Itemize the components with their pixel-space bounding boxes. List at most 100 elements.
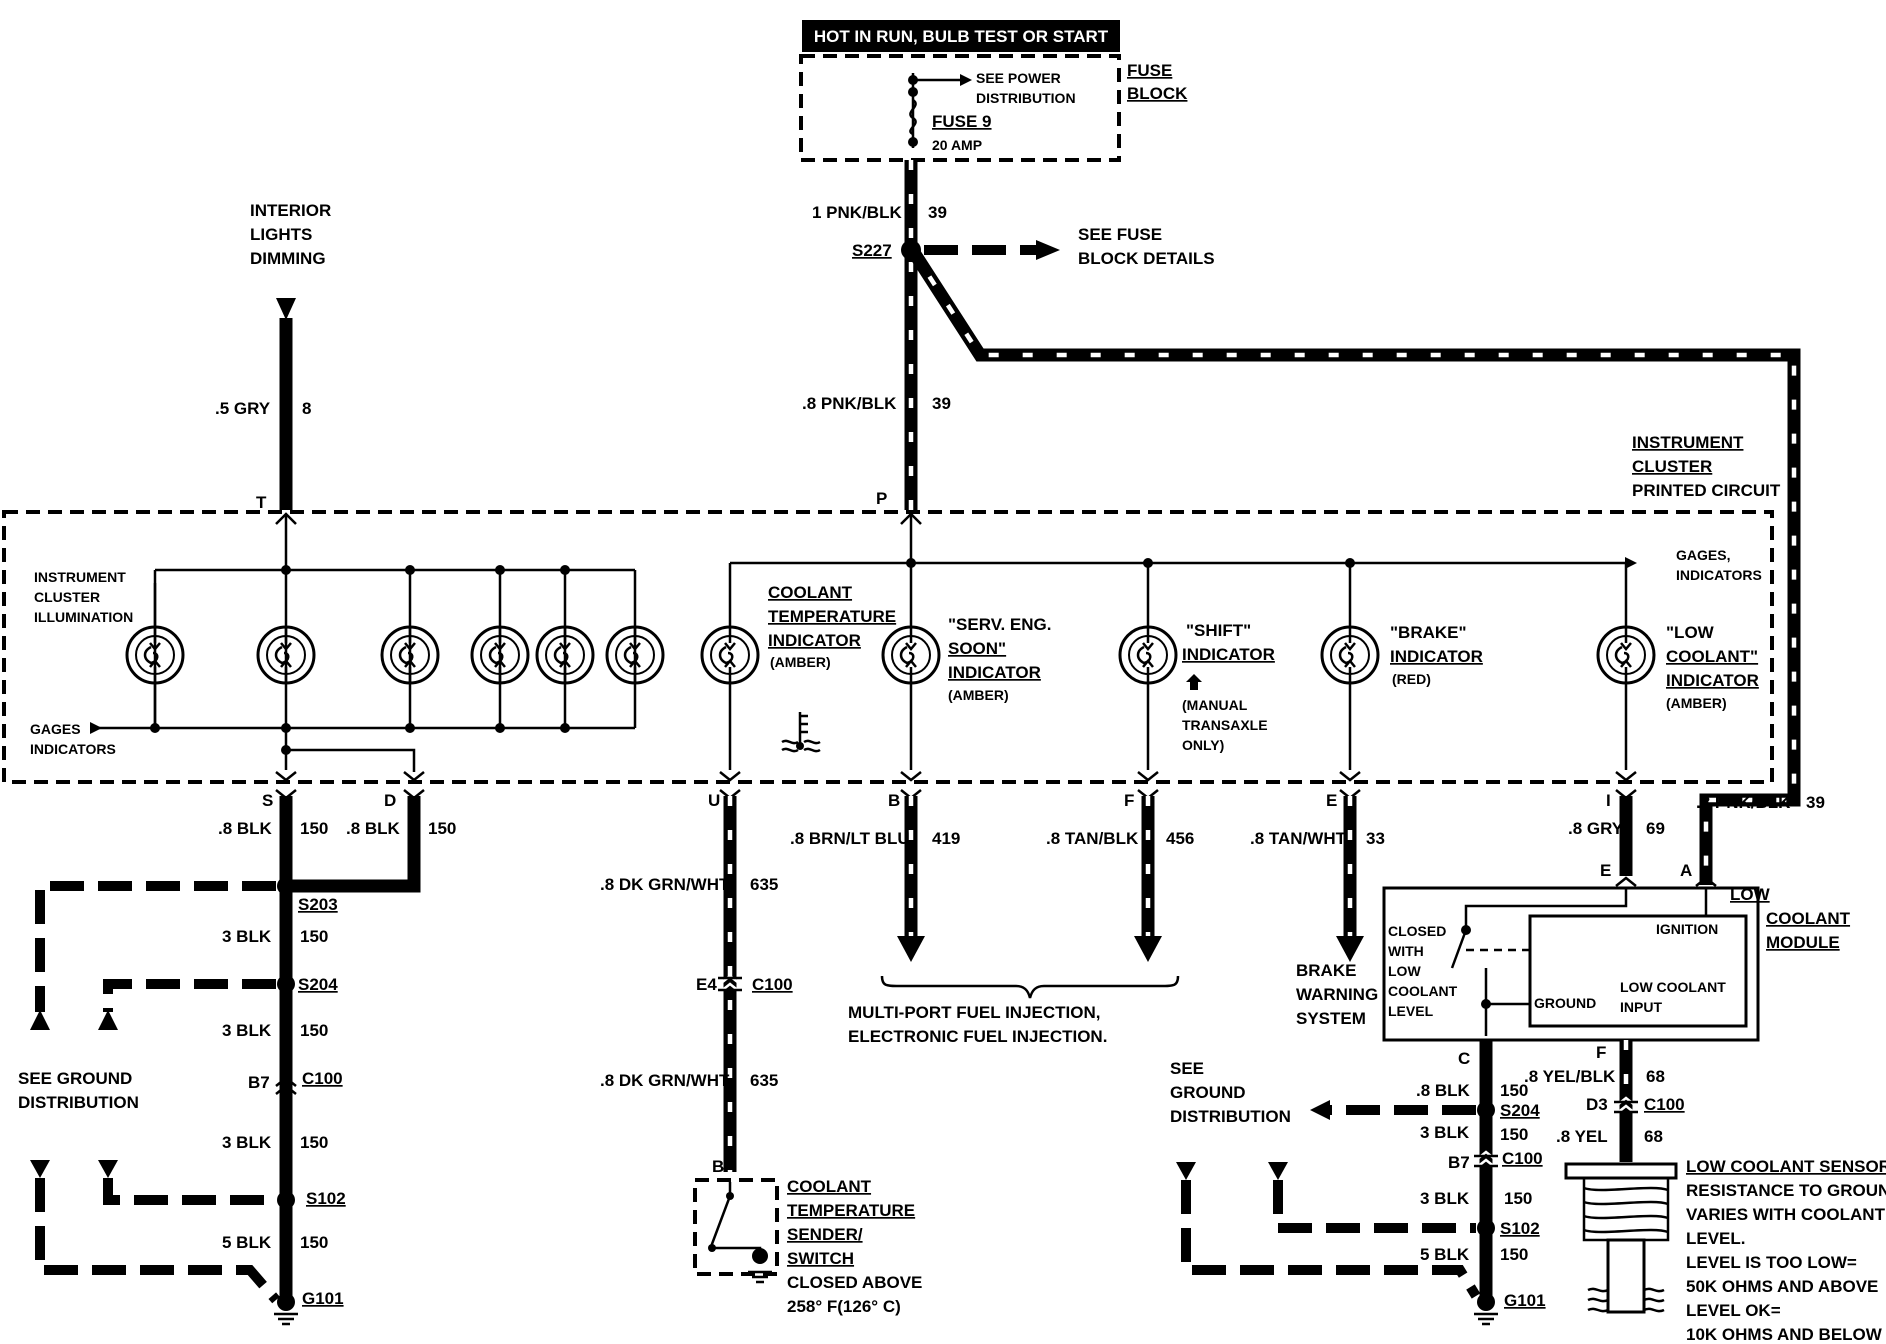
c100u-label: C100 [752,975,793,994]
blk5-label: 5 BLK [222,1233,272,1252]
module-c-num: 150 [1500,1081,1528,1100]
n150-a: 150 [300,927,328,946]
power-banner-bg [802,20,1120,52]
fuse-block-label-2: BLOCK [1127,84,1188,103]
module-yel-num: 68 [1644,1127,1663,1146]
module-see-ground-1: SEE [1170,1059,1204,1078]
s204-label: S204 [298,975,338,994]
blk3-label-c: 3 BLK [222,1133,272,1152]
low-ind-2: COOLANT" [1666,647,1758,666]
module-pin-f: F [1596,1043,1606,1062]
brake-ind-1: "BRAKE" [1390,623,1467,642]
brake-ind-3: (RED) [1392,671,1431,687]
module-c100: C100 [1502,1149,1543,1168]
conn-i: I [1606,791,1611,810]
shift-ind-3: (MANUAL [1182,697,1248,713]
module-c100b: C100 [1644,1095,1685,1114]
e-wire-num: 33 [1366,829,1385,848]
closed-2: WITH [1388,943,1424,959]
blk3-label-b: 3 BLK [222,1021,272,1040]
closed-1: CLOSED [1388,923,1446,939]
t-wire-label: .5 GRY [215,399,271,418]
see-ground-2: DISTRIBUTION [18,1093,139,1112]
shift-ind-2: INDICATOR [1182,645,1275,664]
illum-label-3: ILLUMINATION [34,609,133,625]
blk-d-wire [286,796,421,893]
u-wire2-label: .8 DK GRN/WHT [600,1071,730,1090]
blk3-label-a: 3 BLK [222,927,272,946]
d-wire-num: 150 [428,819,456,838]
module-n150a: 150 [1500,1125,1528,1144]
sensor-label-5: LEVEL IS TOO LOW= [1686,1253,1857,1272]
sender-label-5: CLOSED ABOVE [787,1273,922,1292]
s227-label: S227 [852,241,892,260]
efi-arrow-1-icon [897,936,925,962]
conn-s: S [262,791,273,810]
coolant-temp-symbol-icon [781,712,821,753]
e-wire-label: .8 TAN/WHT [1250,829,1347,848]
ground-label: GROUND [1534,995,1596,1011]
conn-e: E [1326,791,1337,810]
ground-dist-wire-1 [35,881,276,1012]
dimming-label-3: DIMMING [250,249,326,268]
module-pin-a: A [1680,861,1692,880]
serv-ind-2: SOON" [948,639,1006,658]
gages-out-1: GAGES, [1676,547,1730,563]
brake-sys-2: WARNING [1296,985,1378,1004]
n150-c: 150 [300,1133,328,1152]
module-e-trace [1464,888,1628,926]
efi-label-1: MULTI-PORT FUEL INJECTION, [848,1003,1100,1022]
see-power-2: DISTRIBUTION [976,90,1076,106]
module-title-3: MODULE [1766,933,1840,952]
conn-t: T [256,493,267,512]
cluster-title-1: INSTRUMENT [1632,433,1744,452]
shift-bulb-icon [1118,625,1178,685]
sensor-label-2: RESISTANCE TO GROUND [1686,1181,1886,1200]
brake-sys-1: BRAKE [1296,961,1356,980]
low-coolant-module-box [1382,886,1760,1042]
see-ground-1: SEE GROUND [18,1069,132,1088]
conn-d: D [384,791,396,810]
fuse-name: FUSE 9 [932,112,992,131]
low-coolant-sensor-icon [1564,1162,1678,1314]
serv-eng-bulb-icon [881,625,941,685]
i-wire-num: 69 [1646,819,1665,838]
pnk-wire-label: .8 PNK/BLK [1696,793,1791,812]
shift-ind-4: TRANSAXLE [1182,717,1268,733]
fuse-wire-label: 1 PNK/BLK [812,203,902,222]
n150-d: 150 [300,1233,328,1252]
dimming-label-1: INTERIOR [250,201,331,220]
cluster-title-2: CLUSTER [1632,457,1712,476]
illum-bus-lines [153,568,635,730]
p-wire-label: .8 PNK/BLK [802,394,897,413]
conn-p: P [876,489,887,508]
sensor-label-7: LEVEL OK= [1686,1301,1781,1320]
module-see-ground-2: GROUND [1170,1083,1246,1102]
module-d3: D3 [1586,1095,1608,1114]
power-banner: HOT IN RUN, BULB TEST OR START [814,27,1109,46]
sender-label-6: 258° F(126° C) [787,1297,901,1316]
module-f-wire: .8 YEL/BLK [1524,1067,1616,1086]
fuse-element-icon [909,98,917,136]
dimming-arrow-icon [276,298,296,320]
illum-label-2: CLUSTER [34,589,100,605]
module-n150c: 150 [1500,1245,1528,1264]
coolant-ind-1: COOLANT [768,583,853,602]
shift-up-arrow-icon [1186,674,1202,690]
see-fuse-2: BLOCK DETAILS [1078,249,1215,268]
splice-s227 [901,240,921,260]
low-ind-1: "LOW [1666,623,1715,642]
sender-pin-b: B [712,1157,724,1176]
module-see-ground-3: DISTRIBUTION [1170,1107,1291,1126]
g101-label: G101 [302,1289,344,1308]
brake-arrow-icon [1336,936,1364,962]
shift-ind-1: "SHIFT" [1186,621,1251,640]
efi-arrow-2-icon [1134,936,1162,962]
see-fuse-1: SEE FUSE [1078,225,1162,244]
fuse-block-box [799,54,1121,162]
low-ind-4: (AMBER) [1666,695,1727,711]
module-title-1: LOW [1730,885,1771,904]
f-wire-label: .8 TAN/BLK [1046,829,1139,848]
n150-b: 150 [300,1021,328,1040]
